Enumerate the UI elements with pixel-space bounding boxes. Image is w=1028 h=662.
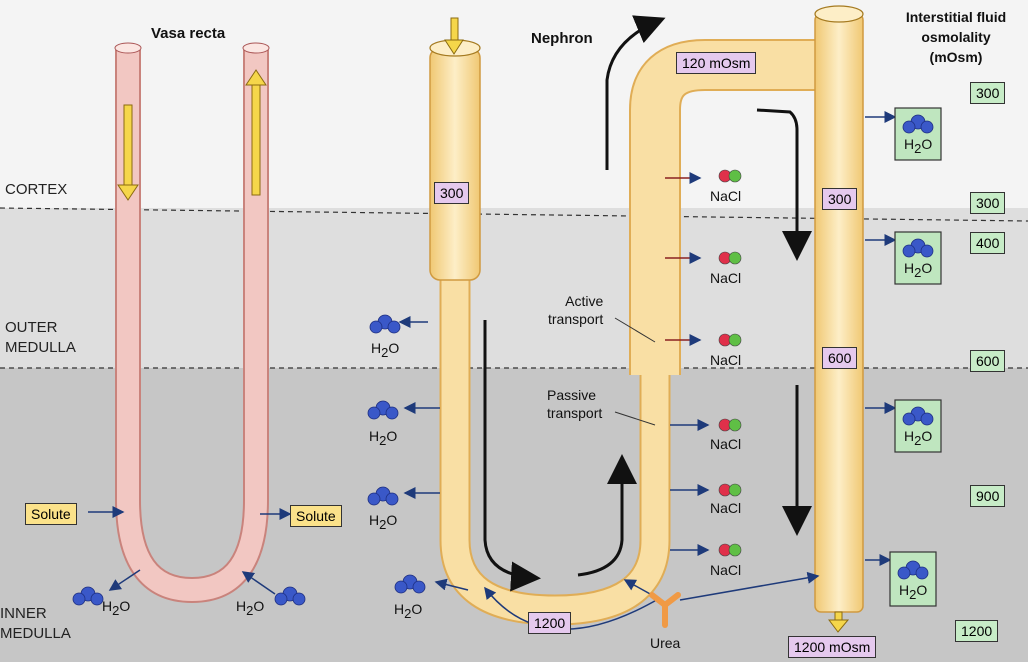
water-label: H2O <box>904 428 933 448</box>
cortex-boundary-line <box>0 207 1028 222</box>
water-molecule-icon <box>367 486 399 506</box>
inner-medulla-label-line1: INNER <box>0 605 47 622</box>
interstitial-title-line2: osmolality <box>921 29 991 45</box>
ascending-limb-osmolality: 120 mOsm <box>676 52 757 74</box>
water-molecule-icon <box>274 586 306 606</box>
vasa-recta-tube <box>114 42 270 604</box>
water-label: H2O <box>371 340 400 360</box>
outer-medulla-label-line2: MEDULLA <box>5 339 76 356</box>
water-label: H2O <box>904 136 933 156</box>
nephron-tubule <box>429 5 864 633</box>
water-molecule-icon <box>72 586 104 606</box>
nacl-icon <box>718 543 742 557</box>
interstitial-title: Interstitial fluid osmolality (mOsm) <box>890 7 1022 67</box>
interstitial-title-line3: (mOsm) <box>929 49 983 65</box>
active-transport-pointer <box>614 317 656 343</box>
nacl-icon <box>718 483 742 497</box>
water-label: H2O <box>904 260 933 280</box>
interstitial-value: 300 <box>970 82 1006 104</box>
nacl-icon <box>718 418 742 432</box>
interstitial-water-boxes <box>889 107 942 607</box>
nacl-ions <box>718 169 742 557</box>
water-label: H2O <box>369 512 398 532</box>
nacl-icon <box>718 169 742 183</box>
water-molecule-icon <box>369 314 401 334</box>
passive-transport-pointer <box>614 411 656 426</box>
nacl-label: NaCl <box>710 500 742 516</box>
nacl-label: NaCl <box>710 436 742 452</box>
passive-transport-label: Passive transport <box>547 386 602 422</box>
water-molecule-icon <box>394 574 426 594</box>
nacl-icon <box>718 333 742 347</box>
interstitial-value: 300 <box>970 192 1006 214</box>
water-label: H2O <box>102 598 131 618</box>
active-transport-label: Active transport <box>548 292 603 328</box>
outer-medulla-label-line1: OUTER <box>5 319 58 336</box>
water-label: H2O <box>899 582 928 602</box>
solute-label-right: Solute <box>290 505 342 527</box>
nacl-icon <box>718 251 742 265</box>
water-label: H2O <box>236 598 265 618</box>
transport-arrows <box>88 111 897 630</box>
water-molecules <box>72 314 426 606</box>
water-molecule-icon <box>367 400 399 420</box>
outer-medulla-label: OUTER MEDULLA <box>5 318 76 358</box>
nacl-label: NaCl <box>710 188 742 204</box>
solute-label-left: Solute <box>25 503 77 525</box>
inner-medulla-label: INNER MEDULLA <box>0 604 71 644</box>
active-transport-line1: Active <box>565 293 604 309</box>
nacl-label: NaCl <box>710 270 742 286</box>
nacl-label: NaCl <box>710 352 742 368</box>
cortex-label: CORTEX <box>5 181 68 198</box>
flow-arrows <box>483 15 812 592</box>
passive-transport-line1: Passive <box>547 387 597 403</box>
interstitial-value: 600 <box>970 350 1006 372</box>
collecting-duct-top-osmolality: 300 <box>822 188 858 210</box>
interstitial-value: 400 <box>970 232 1006 254</box>
collecting-duct-exit-osmolality: 1200 mOsm <box>788 636 877 658</box>
urea-icon <box>649 592 681 628</box>
water-label: H2O <box>369 428 398 448</box>
water-label: H2O <box>394 601 423 621</box>
nephron-title: Nephron <box>531 30 593 47</box>
urea-label: Urea <box>650 635 681 651</box>
inner-medulla-label-line2: MEDULLA <box>0 625 71 642</box>
vasa-recta-title: Vasa recta <box>151 25 226 42</box>
collecting-duct-mid-osmolality: 600 <box>822 347 858 369</box>
interstitial-title-line1: Interstitial fluid <box>905 9 1007 25</box>
passive-transport-line2: transport <box>547 405 603 421</box>
nacl-label: NaCl <box>710 562 742 578</box>
descending-limb-osmolality: 300 <box>434 182 470 204</box>
loop-bottom-osmolality: 1200 <box>528 612 572 634</box>
interstitial-value: 1200 <box>955 620 999 642</box>
active-transport-line2: transport <box>548 311 604 327</box>
interstitial-value: 900 <box>970 485 1006 507</box>
